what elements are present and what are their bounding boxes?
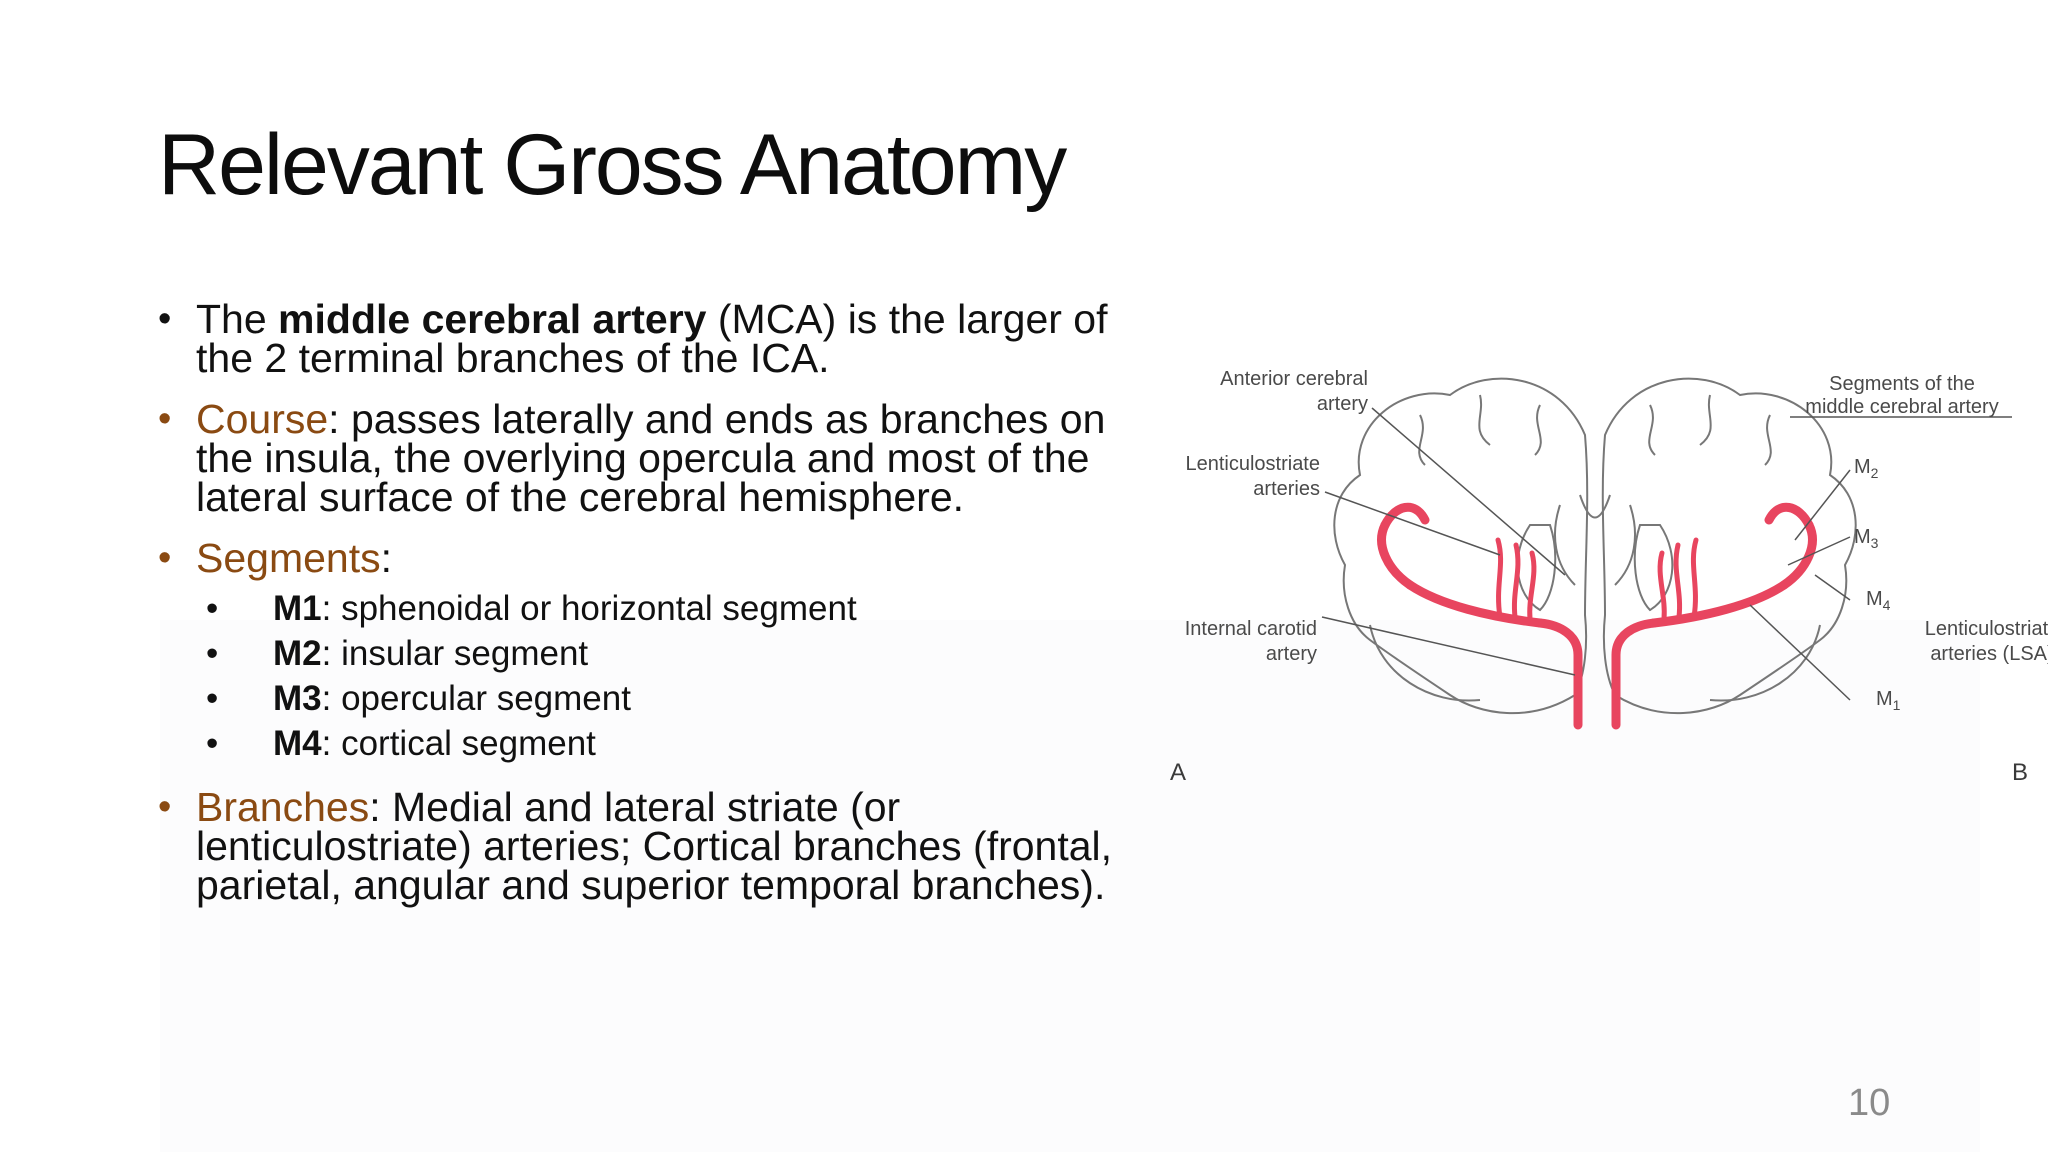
figure-labels: Anterior cerebral artery Lenticulostriat… (1170, 368, 2048, 786)
m3-label: M3 (1854, 526, 1879, 551)
sub-bullet-dot: • (206, 589, 219, 628)
bullet-text: The (196, 296, 279, 342)
sub-bullet-m1: • M1: sphenoidal or horizontal segment (196, 586, 1148, 631)
slide-background-shade (160, 620, 1980, 1152)
ica-leader-line (1321, 616, 1576, 676)
segment-text: : sphenoidal or horizontal segment (321, 589, 857, 628)
gyri-detail (1418, 394, 1772, 466)
right-hemisphere-outline (1333, 377, 1589, 714)
segments-label-line2: middle cerebral artery (1805, 396, 1998, 418)
left-m1-artery (1649, 580, 1789, 628)
m4-leader-line (1814, 574, 1851, 601)
segment-text: : cortical segment (321, 724, 596, 763)
bullet-dot: • (158, 786, 172, 828)
right-m3-m4-artery (1380, 502, 1430, 530)
bullet-segments: • Segments: • M1: sphenoidal or horizontal… (158, 537, 1148, 766)
m4-label: M4 (1866, 588, 1891, 613)
brain-coronal-section-illustration: Anterior cerebral artery Lenticulostriat… (1170, 368, 2048, 786)
bullet-text: : passes laterally and ends as branches … (196, 396, 1106, 520)
segments-sub-list: • M1: sphenoidal or horizontal segment • M… (196, 586, 1148, 766)
basal-ganglia-outline (1516, 524, 1674, 612)
bullet-text: : Medial and lateral striate (or lenticu… (196, 784, 1113, 908)
segment-code: M3 (273, 679, 322, 718)
bullet-text: (MCA) is the larger of the 2 terminal br… (196, 296, 1108, 381)
m2-leader-line (1794, 469, 1851, 541)
m1-leader-line (1749, 604, 1851, 701)
bullet-bold-term: middle cerebral artery (278, 296, 707, 342)
left-hemisphere-outline (1601, 377, 1857, 714)
panel-letter-a: A (1170, 759, 1186, 786)
temporal-lobe-outline (1369, 624, 1821, 702)
left-m2-artery (1779, 520, 1817, 590)
aca-label-line1: Anterior cerebral (1220, 368, 1368, 390)
lenticulostriate-arteries (1495, 537, 1699, 622)
segment-code: M1 (273, 589, 322, 628)
bullet-text: : (380, 535, 393, 581)
ventricle-outline (1554, 494, 1636, 586)
segment-code: M2 (273, 634, 322, 673)
lsa-leader-line (1324, 491, 1501, 556)
aca-label-line2: artery (1317, 393, 1368, 415)
sub-bullet-m4: • M4: cortical segment (196, 721, 1148, 766)
left-lsa-branch (1657, 550, 1667, 622)
bullet-course: • Course: passes laterally and ends as br… (158, 398, 1148, 518)
sub-bullet-dot: • (206, 634, 219, 673)
page-number: 10 (1848, 1082, 1891, 1124)
lsa-right-label-line2: arteries (LSA) (1930, 643, 2048, 665)
right-lsa-branch (1511, 542, 1521, 620)
right-lsa-branch (1495, 537, 1504, 620)
m1-label: M1 (1876, 688, 1901, 713)
bullet-dot: • (158, 537, 172, 579)
left-ica-artery (1611, 618, 1659, 730)
m2-label: M2 (1854, 456, 1879, 481)
bullet-dot: • (158, 298, 172, 340)
ica-label-line1: Internal carotid (1185, 618, 1317, 640)
left-m3-m4-artery (1764, 502, 1814, 530)
segment-text: : opercular segment (321, 679, 631, 718)
bullet-label: Segments (196, 535, 381, 581)
bullet-dot: • (158, 398, 172, 440)
mca-arteries (1377, 502, 1817, 730)
lsa-label-line2: arteries (1253, 478, 1320, 500)
segment-code: M4 (273, 724, 322, 763)
right-ica-artery (1535, 618, 1583, 730)
sub-bullet-m3: • M3: opercular segment (196, 676, 1148, 721)
sub-bullet-dot: • (206, 724, 219, 763)
bullet-list: • The middle cerebral artery (MCA) is the… (158, 298, 1148, 906)
bullet-mca: • The middle cerebral artery (MCA) is the… (158, 298, 1148, 379)
bullet-label: Branches (196, 784, 370, 830)
aca-leader-line (1371, 407, 1566, 576)
m3-leader-line (1787, 536, 1851, 566)
brain-outline (1333, 377, 1857, 714)
left-lsa-branch (1673, 542, 1683, 620)
slide-title: Relevant Gross Anatomy (158, 117, 1067, 213)
left-lsa-branch (1690, 537, 1699, 620)
right-m1-artery (1405, 580, 1545, 628)
mca-anatomy-figure: Anterior cerebral artery Lenticulostriat… (1160, 355, 2048, 795)
panel-letter-b: B (2012, 759, 2028, 786)
ica-label-line2: artery (1266, 643, 1317, 665)
right-m2-artery (1377, 520, 1415, 590)
lsa-right-label-line1: Lenticulostriate (1925, 618, 2048, 640)
bullet-branches: • Branches: Medial and lateral striate (o… (158, 786, 1148, 906)
right-lsa-branch (1527, 550, 1537, 622)
segments-label-line1: Segments of the (1829, 373, 1975, 395)
sub-bullet-dot: • (206, 679, 219, 718)
slide-content: • The middle cerebral artery (MCA) is the… (158, 298, 1148, 927)
bullet-label: Course (196, 396, 329, 442)
lsa-label-line1: Lenticulostriate (1185, 453, 1320, 475)
segment-text: : insular segment (321, 634, 589, 673)
leader-lines (1321, 407, 2012, 701)
sub-bullet-m2: • M2: insular segment (196, 631, 1148, 676)
